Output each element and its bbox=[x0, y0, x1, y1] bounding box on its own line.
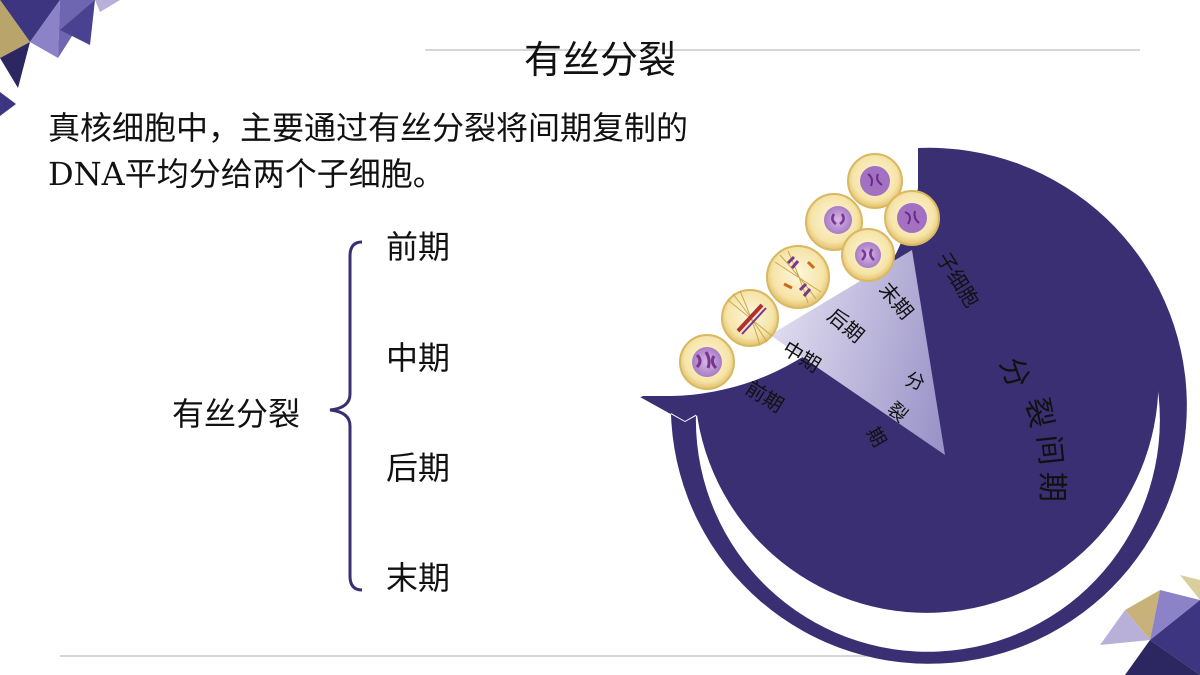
cell-anaphase bbox=[766, 245, 830, 309]
corner-decoration-bottom-right bbox=[1100, 575, 1200, 675]
cell-prophase bbox=[679, 334, 735, 390]
cell-late-telophase bbox=[841, 228, 895, 282]
tree-phase-telophase: 末期 bbox=[386, 559, 451, 597]
division-wedge bbox=[770, 250, 945, 455]
tree-phase-prophase: 前期 bbox=[386, 228, 451, 266]
cell-metaphase bbox=[721, 289, 779, 347]
brace bbox=[329, 240, 363, 592]
intro-line-2: DNA平均分给两个子细胞。 bbox=[48, 152, 445, 196]
intro-dna-term: DNA bbox=[48, 155, 125, 193]
cell-daughter-top bbox=[847, 153, 903, 209]
intro-line-2-text: 平均分给两个子细胞。 bbox=[124, 155, 445, 193]
interphase-char-2: 裂 bbox=[1018, 394, 1058, 431]
corner-decoration-top-left bbox=[0, 0, 120, 116]
tree-phase-metaphase: 中期 bbox=[386, 339, 451, 377]
division-arrow bbox=[854, 341, 1014, 501]
tree-phase-anaphase: 后期 bbox=[386, 449, 451, 487]
cell-telophase bbox=[805, 193, 863, 251]
cell-daughter-right bbox=[884, 190, 940, 246]
interphase-char-4: 期 bbox=[1034, 472, 1069, 502]
page-title: 有丝分裂 bbox=[523, 38, 676, 82]
interphase-char-3: 间 bbox=[1030, 433, 1068, 466]
tree-root-label: 有丝分裂 bbox=[172, 395, 301, 433]
intro-line-1: 真核细胞中，主要通过有丝分裂将间期复制的 bbox=[48, 109, 689, 147]
